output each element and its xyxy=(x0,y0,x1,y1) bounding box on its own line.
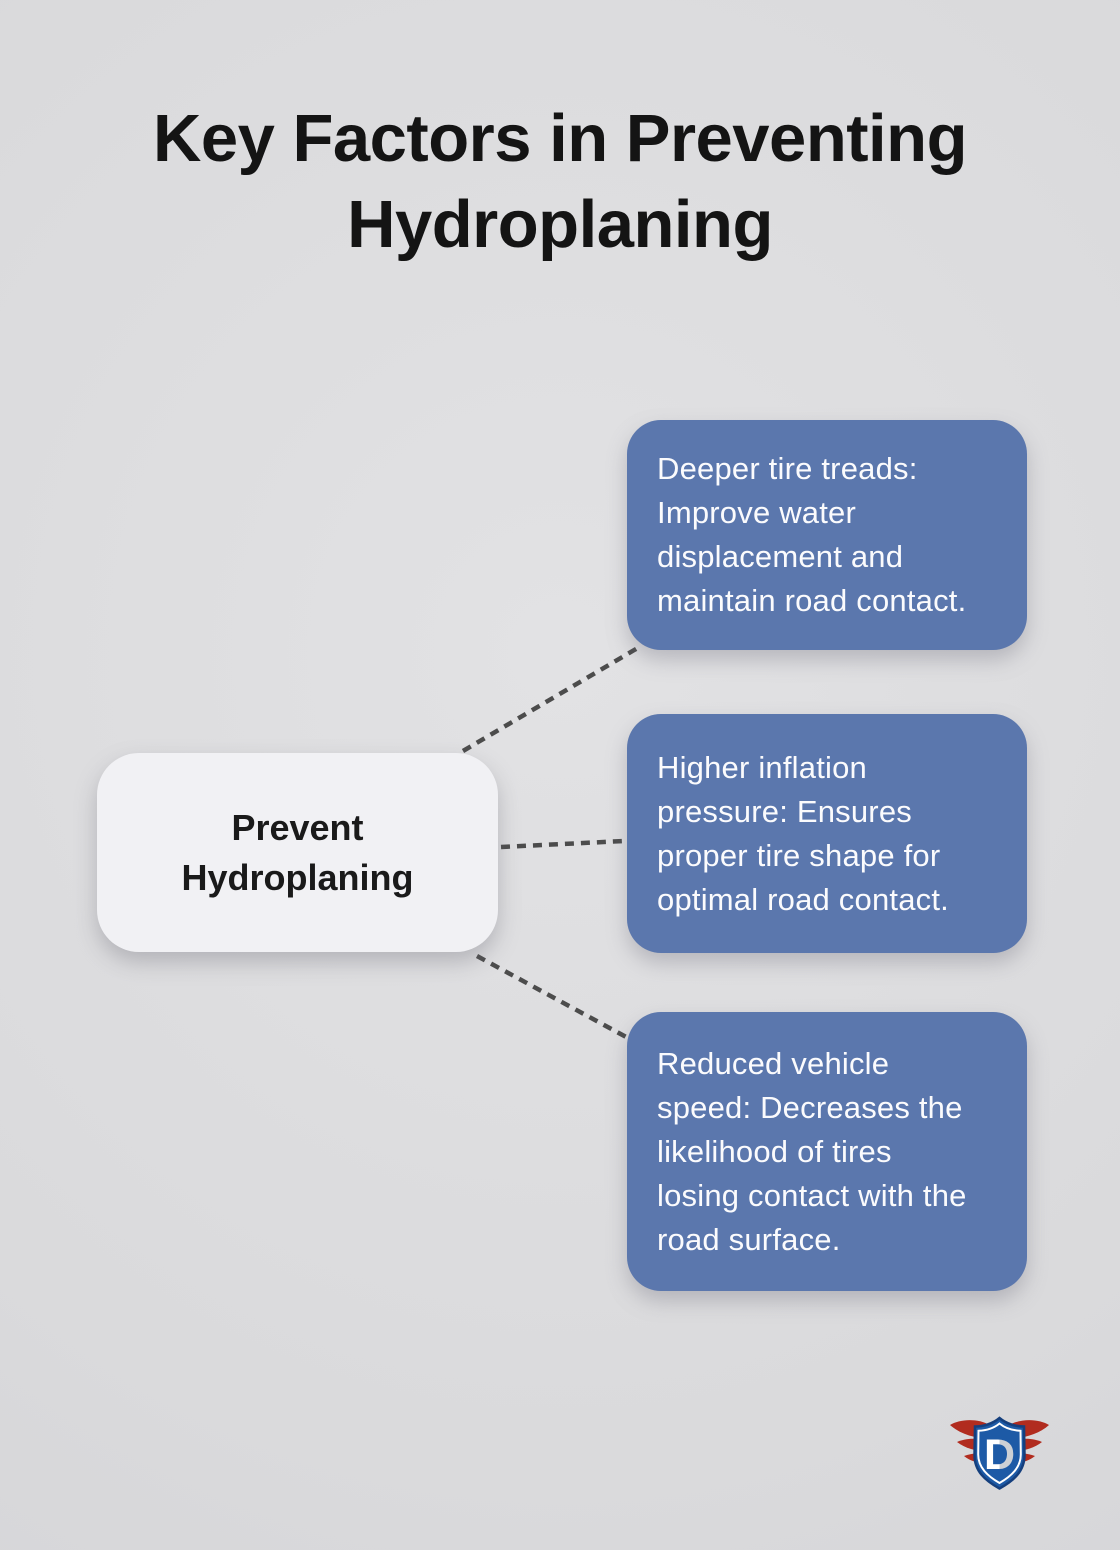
logo-shield-icon: D xyxy=(973,1416,1026,1490)
connector-to-higher-inflation-pressure xyxy=(500,838,625,850)
factor-node-higher-inflation-pressure: Higher inflation pressure: Ensures prope… xyxy=(627,714,1027,953)
logo-letter: D xyxy=(984,1431,1015,1479)
title-line-1: Key Factors in Preventing xyxy=(152,101,968,176)
page-title: Key Factors in Preventing Hydroplaning xyxy=(0,96,1120,268)
factor-node-deeper-tire-treads: Deeper tire treads: Improve water displa… xyxy=(627,420,1027,650)
winged-shield-logo: D xyxy=(950,1416,1049,1490)
center-node-prevent-hydroplaning: Prevent Hydroplaning xyxy=(97,753,498,952)
title-line-2: Hydroplaning xyxy=(347,187,773,262)
connector-to-reduced-vehicle-speed xyxy=(475,954,630,1040)
connector-to-deeper-tire-treads xyxy=(461,644,643,753)
factor-node-reduced-vehicle-speed: Reduced vehicle speed: Decreases the lik… xyxy=(627,1012,1027,1291)
